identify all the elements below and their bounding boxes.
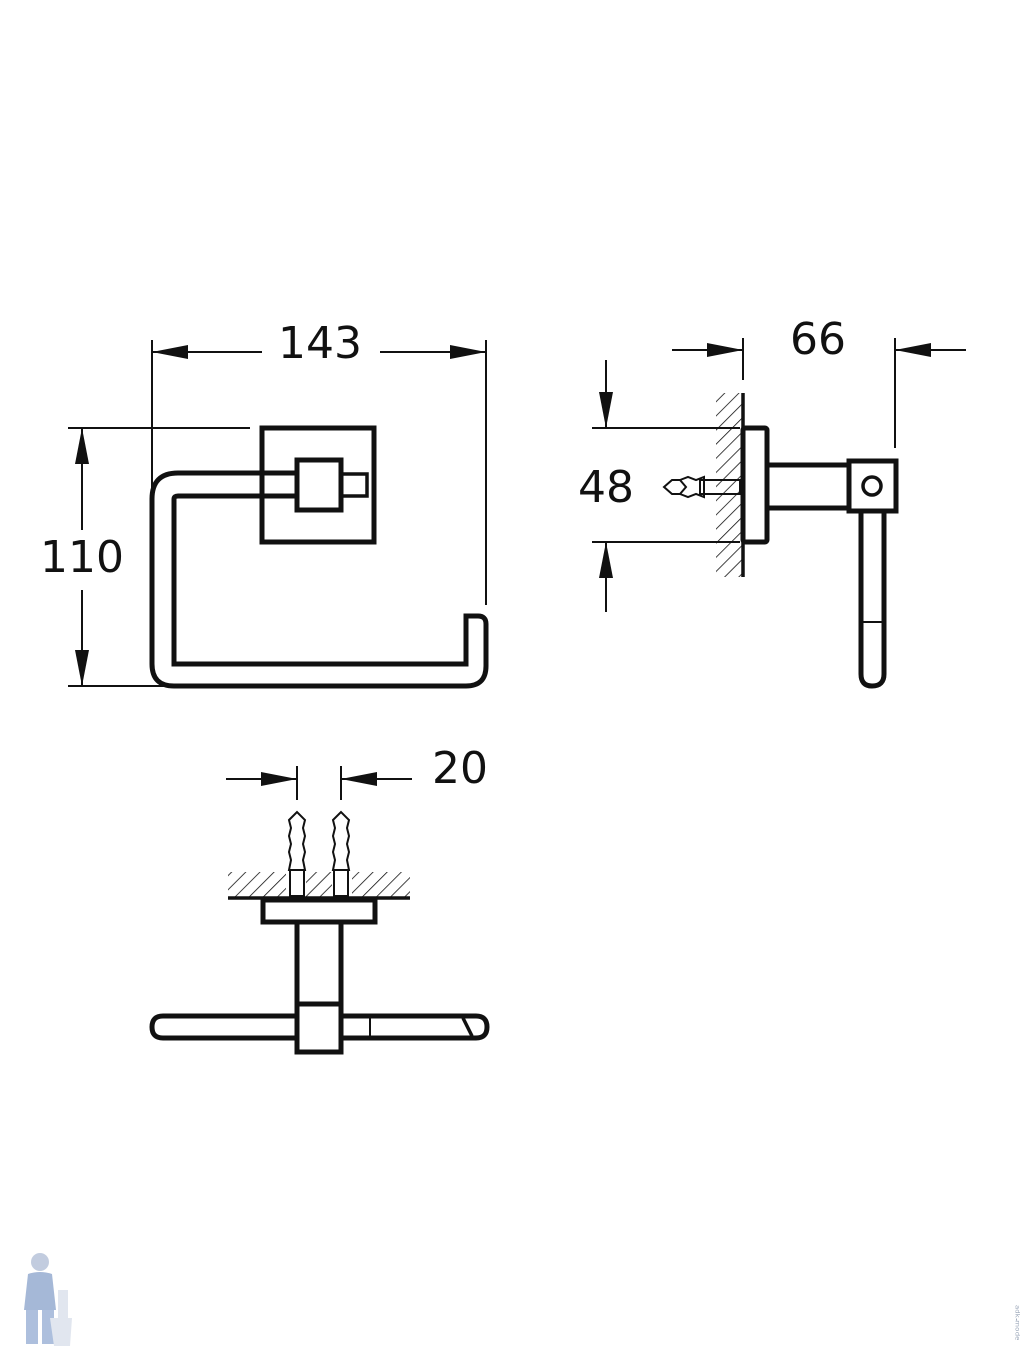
height-dimension-label: 110	[40, 532, 124, 583]
rosette-dimension: 48	[578, 360, 740, 612]
width-dimension: 143	[151, 318, 487, 605]
top-block	[294, 1001, 344, 1055]
height-dimension: 110	[40, 427, 250, 687]
wall-plate	[259, 425, 377, 545]
top-wall-hatching-left	[228, 872, 286, 898]
plumber-mascot-icon	[24, 1253, 72, 1346]
watermark: ᵃᵈᵏ᠊ᵐᵒᵈᵉ	[1009, 1305, 1022, 1341]
front-view: 143 110	[40, 318, 489, 689]
top-rosette	[260, 897, 378, 925]
side-end-block	[846, 458, 899, 514]
mount-stub	[339, 472, 369, 498]
projection-dimension: 66	[672, 314, 966, 448]
top-screw-left	[287, 810, 307, 897]
top-wall-hatching-right	[352, 872, 410, 898]
mount-block	[294, 457, 344, 513]
top-view: 20	[149, 743, 490, 1055]
top-screw-right	[331, 810, 351, 897]
width-dimension-label: 143	[278, 318, 362, 369]
projection-dimension-label: 66	[790, 314, 846, 365]
wall-hatching	[716, 393, 743, 577]
wall-screw	[662, 475, 741, 499]
top-rod	[149, 1013, 490, 1041]
top-wall-hatching-mid	[306, 872, 332, 898]
side-rosette	[740, 425, 770, 545]
side-view: 66 48	[578, 314, 966, 689]
screw-spacing-dimension: 20	[226, 743, 488, 800]
holder-arm	[149, 470, 489, 689]
screw-spacing-label: 20	[432, 743, 488, 794]
rosette-dimension-label: 48	[578, 462, 634, 513]
side-rod	[858, 511, 887, 689]
side-end-hole	[861, 475, 883, 497]
